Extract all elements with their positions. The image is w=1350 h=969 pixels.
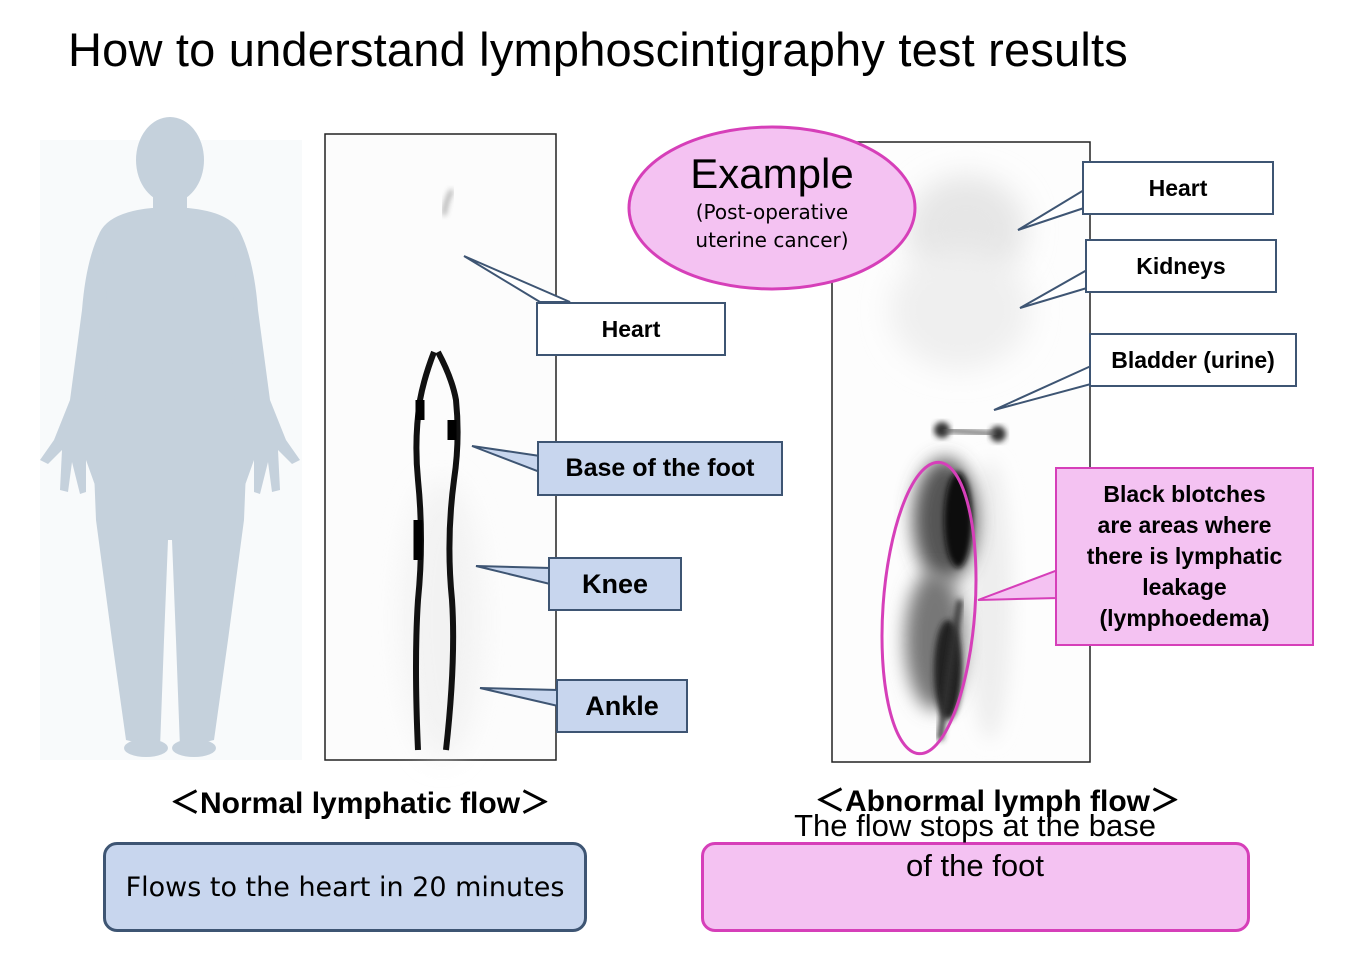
human-silhouette <box>40 117 300 757</box>
example-subtitle: (Post-operative uterine cancer) <box>695 200 849 252</box>
normal-summary-box: Flows to the heart in 20 minutes <box>103 842 587 932</box>
normal-base-label: Base of the foot <box>537 441 783 496</box>
abnormal-scan-image <box>890 175 1030 741</box>
normal-knee-label: Knee <box>548 557 682 611</box>
example-ellipse <box>627 125 917 291</box>
normal-scan-image <box>402 189 482 760</box>
normal-summary-text: Flows to the heart in 20 minutes <box>125 871 565 903</box>
abnormal-summary-box <box>701 842 1250 932</box>
abnormal-caption: ＜Abnormal lymph flow＞ <box>815 785 1181 818</box>
leakage-label: Black blotches are areas where there is … <box>1055 467 1314 646</box>
abnormal-bladder-label: Bladder (urine) <box>1089 333 1297 387</box>
abnormal-kidneys-label: Kidneys <box>1085 239 1277 293</box>
leakage-highlight-ellipse <box>880 460 978 756</box>
abnormal-summary-text: The flow stops at the base of the foot <box>794 808 1156 883</box>
page-title: How to understand lymphoscintigraphy tes… <box>68 23 1128 76</box>
normal-heart-label: Heart <box>536 302 726 356</box>
example-title: Example <box>690 150 854 197</box>
normal-ankle-label: Ankle <box>556 679 688 733</box>
abnormal-heart-label: Heart <box>1082 161 1274 215</box>
example-label: Example (Post-operative uterine cancer) <box>629 150 915 254</box>
normal-caption: ＜Normal lymphatic flow＞ <box>170 787 551 820</box>
